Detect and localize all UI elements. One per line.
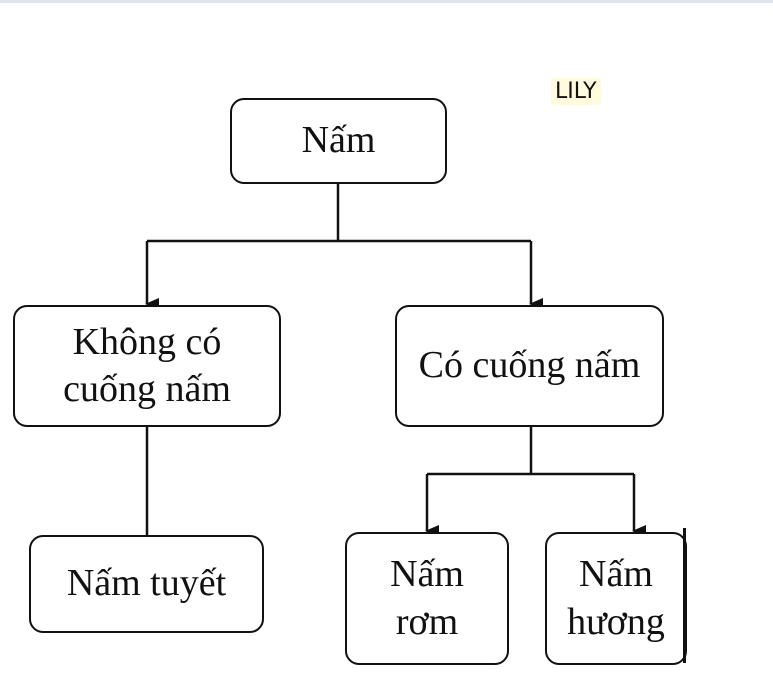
top-edge-line (0, 0, 773, 3)
watermark-label: LILY (551, 78, 601, 105)
node-shiitake-line1: Nấm (579, 553, 653, 595)
node-straw-mushroom: Nấm rơm (345, 532, 509, 665)
node-with-stem-label: Có cuống nấm (418, 344, 641, 387)
node-snow-fungus-label: Nấm tuyết (66, 562, 227, 605)
node-with-stem: Có cuống nấm (395, 305, 664, 427)
node-snow-fungus: Nấm tuyết (29, 535, 264, 633)
node-root: Nấm (230, 98, 447, 184)
node-shiitake: Nấm hương (545, 532, 687, 665)
node-root-label: Nấm (301, 119, 376, 162)
node-no-stem-line1: Không có (72, 320, 222, 363)
node-shiitake-line2: hương (567, 600, 665, 643)
node-no-stem: Không có cuống nấm (13, 305, 281, 427)
shiitake-right-edge-mark (683, 528, 686, 663)
node-no-stem-line2: cuống nấm (63, 368, 231, 410)
node-straw-line1: Nấm (390, 553, 464, 595)
node-straw-line2: rơm (395, 600, 459, 643)
